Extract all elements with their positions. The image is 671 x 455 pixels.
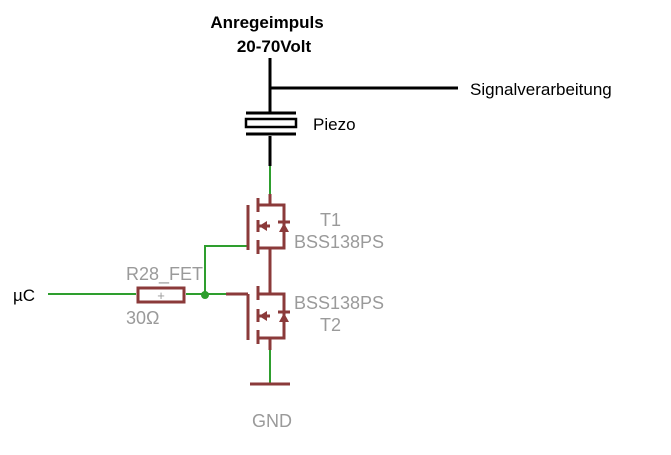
ground-label: GND [252,411,292,431]
transistor-t1 [246,194,290,282]
t1-diode-triangle [279,223,289,232]
pulse-voltage-label: 20-70Volt [237,37,312,56]
t1-drain-lead [258,194,272,207]
piezo-crystal [244,117,298,129]
piezo-symbol [244,111,298,136]
resistor-name-label: R28_FET [126,264,203,285]
green-wires [48,166,271,383]
t2-diode-rail [270,292,286,340]
resistor-r28 [136,286,186,304]
pulse-title-label: Anregeimpuls [210,13,323,32]
piezo-label: Piezo [313,115,356,134]
wire-gate-t1 [204,245,248,296]
t1-name-label: T1 [320,210,341,230]
t1-part-label: BSS138PS [294,232,384,252]
t2-name-label: T2 [320,315,341,335]
resistor-plus-label: + [157,288,165,303]
t2-part-label: BSS138PS [294,293,384,313]
t2-drain-lead [258,282,272,296]
t2-diode-triangle [279,313,289,322]
t1-source-lead [258,246,272,282]
signal-processing-label: Signalverarbeitung [470,80,612,99]
t2-source-lead [258,336,272,350]
t1-body-arrow [259,221,267,231]
black-wires [268,58,458,166]
t2-body-arrow [259,311,267,321]
transistor-t2 [226,282,290,350]
junction-dot [201,291,209,299]
t1-diode-rail [270,203,286,250]
resistor-body [136,286,186,304]
resistor-value-label: 30Ω [126,308,159,328]
mcu-label: µC [13,286,35,305]
